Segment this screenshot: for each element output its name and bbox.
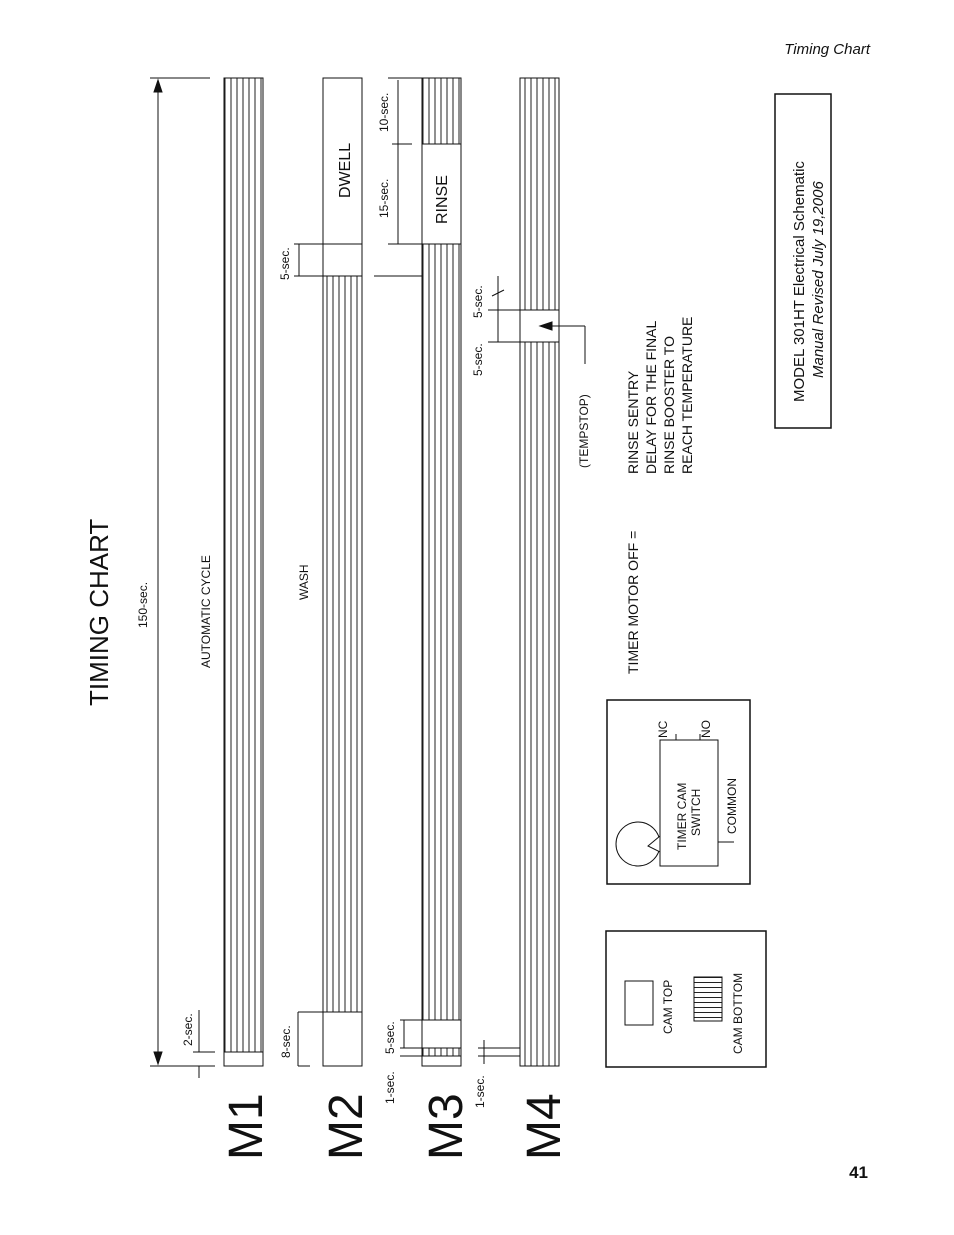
- timer-note-line-1: RINSE SENTRY: [625, 370, 641, 474]
- timer-note-line-2: DELAY FOR THE FINAL: [643, 321, 659, 474]
- m2-dwell-label: DWELL: [337, 143, 354, 198]
- cam-bottom-label: CAM BOTTOM: [731, 973, 745, 1054]
- m2-start-label: 8-sec.: [279, 1025, 293, 1058]
- m4-track-label: M4: [518, 1093, 571, 1160]
- m3-pre-segment: [421, 1019, 462, 1049]
- tempstop-label: (TEMPSTOP): [577, 394, 591, 468]
- total-label: 150-sec.: [136, 582, 150, 628]
- timer-motor-off-label: TIMER MOTOR OFF =: [625, 531, 641, 674]
- m2-gap-segment: [322, 243, 363, 277]
- m1-start-segment: [223, 1051, 264, 1067]
- m3-pre-label: 5-sec.: [383, 1021, 397, 1054]
- m4-stop-a-label: 5-sec.: [471, 285, 485, 318]
- page-number: 41: [849, 1163, 868, 1182]
- m3-wash-stripes: [421, 243, 462, 1021]
- m3-top-stripes: [421, 77, 462, 145]
- m2-wash-label: WASH: [297, 564, 311, 600]
- cam-top-swatch: [624, 980, 654, 1026]
- m4-bar-bottom: [519, 341, 560, 1067]
- m3-rinse-duration-label: 15-sec.: [377, 179, 391, 218]
- cam-bottom-swatch: [693, 976, 723, 1022]
- m4-bar-top: [519, 77, 560, 311]
- model-line-1: MODEL 301HT Electrical Schematic: [791, 161, 808, 402]
- m2-track-label: M2: [320, 1093, 373, 1160]
- running-header: Timing Chart: [784, 41, 870, 58]
- nc-label: NC: [656, 720, 670, 738]
- m2-dwell-segment: [322, 77, 363, 245]
- m2-start-segment: [322, 1011, 363, 1067]
- switch-label-1: TIMER CAM: [675, 783, 689, 850]
- m1-bar: [223, 77, 264, 1067]
- m2-wash-segment: [322, 275, 363, 1013]
- model-line-2: Manual Revised July 19,2006: [810, 181, 827, 378]
- m4-stop-b-label: 5-sec.: [471, 343, 485, 376]
- timer-note-line-3: RINSE BOOSTER TO: [661, 336, 677, 474]
- m3-start-segment: [421, 1055, 462, 1067]
- m3-gap-stripes: [421, 1047, 462, 1057]
- m2-gap-label: 5-sec.: [278, 247, 292, 280]
- timer-note-line-4: REACH TEMPERATURE: [679, 317, 695, 474]
- m3-rinse-label: RINSE: [434, 175, 451, 224]
- m3-after-rinse-label: 10-sec.: [377, 93, 391, 132]
- common-label: COMMON: [725, 778, 739, 834]
- m1-cycle-label: AUTOMATIC CYCLE: [199, 555, 213, 668]
- m1-start-label: 2-sec.: [181, 1013, 195, 1046]
- cam-top-label: CAM TOP: [661, 980, 675, 1034]
- m3-track-label: M3: [420, 1093, 473, 1160]
- switch-label-2: SWITCH: [689, 789, 703, 836]
- chart-title: TIMING CHART: [84, 519, 114, 706]
- m4-start-label: 1-sec.: [473, 1075, 487, 1108]
- m3-start-label: 1-sec.: [383, 1071, 397, 1104]
- model-box: [774, 93, 832, 429]
- m1-track-label: M1: [220, 1093, 273, 1160]
- no-label: NO: [699, 720, 713, 738]
- timer-cam-switch: [659, 739, 719, 867]
